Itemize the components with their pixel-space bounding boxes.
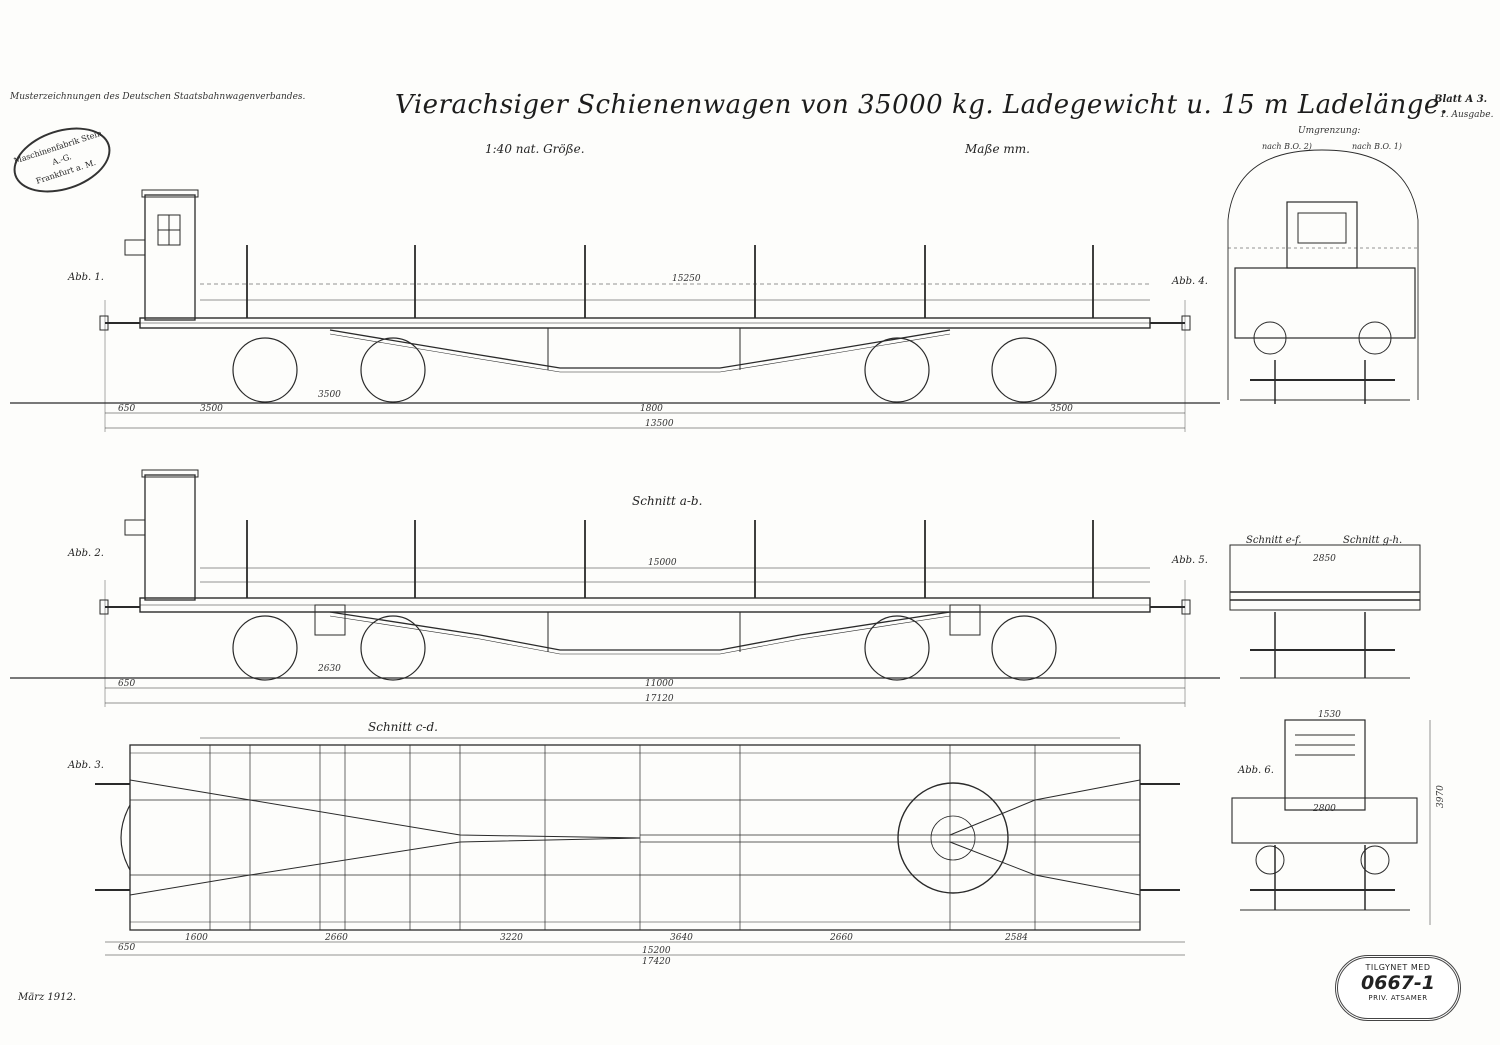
dimension-fig1-offset: 650 (118, 404, 136, 414)
dimension-fig2-overall: 17120 (645, 694, 674, 704)
figure-label-abb4: Abb. 4. (1172, 276, 1208, 287)
dimension-fig3-e: 2660 (830, 933, 853, 943)
sheet-number: Blatt A 3. (1434, 94, 1488, 105)
section-label-ab: Schnitt a-b. (632, 494, 703, 508)
figure-label-abb5: Abb. 5. (1172, 555, 1208, 566)
edition-label: 1. Ausgabe. (1440, 110, 1494, 120)
figure-label-abb3: Abb. 3. (68, 760, 104, 771)
footer-date: März 1912. (18, 992, 77, 1003)
gauge-note-title: Umgrenzung: (1298, 126, 1361, 136)
archive-stamp-number: 0667-1 (1361, 972, 1435, 994)
dimension-fig1-wheelbase: 1800 (640, 404, 663, 414)
dimension-fig3-overall: 17420 (642, 957, 671, 967)
dimension-fig6-top: 1530 (1318, 710, 1341, 720)
section-label-cd: Schnitt c-d. (368, 720, 438, 734)
dimension-fig2-offset: 650 (118, 679, 136, 689)
dimension-fig1-length: 15250 (672, 274, 701, 284)
gauge-note-left: nach B.O. 2) (1262, 142, 1312, 151)
dimension-fig3-offset: 650 (118, 943, 136, 953)
dimension-fig3-b: 2660 (325, 933, 348, 943)
dimension-fig1-overall: 13500 (645, 419, 674, 429)
dimension-fig2-inner: 11000 (645, 679, 674, 689)
dimension-fig3-a: 1600 (185, 933, 208, 943)
dimension-fig1-right: 3500 (1050, 404, 1073, 414)
gauge-note-right: nach B.O. 1) (1352, 142, 1402, 151)
dimension-fig1-left: 3500 (200, 404, 223, 414)
dimension-fig5-width: 2850 (1313, 554, 1336, 564)
dimension-fig2-bogie: 2630 (318, 664, 341, 674)
figure-label-abb6: Abb. 6. (1238, 765, 1274, 776)
drawing-title: Vierachsiger Schienenwagen von 35000 kg.… (395, 90, 1449, 120)
dimension-fig3-d: 3640 (670, 933, 693, 943)
dimension-fig1-bogie: 3500 (318, 390, 341, 400)
section-label-ef: Schnitt e-f. (1246, 535, 1302, 546)
dimension-fig3-frame: 15200 (642, 946, 671, 956)
archive-stamp: TILGYNET MED 0667-1 PRIV. ATSAMER (1335, 955, 1461, 1021)
figure-label-abb1: Abb. 1. (68, 272, 104, 283)
series-note: Musterzeichnungen des Deutschen Staatsba… (10, 92, 306, 102)
dimension-fig6-width: 2800 (1313, 804, 1336, 814)
section-label-gh: Schnitt g-h. (1343, 535, 1403, 546)
units-label: Maße mm. (965, 142, 1030, 156)
scale-label: 1:40 nat. Größe. (485, 142, 585, 156)
archive-stamp-top: TILGYNET MED (1365, 963, 1431, 972)
dimension-fig6-height: 3970 (1436, 785, 1446, 808)
dimension-fig3-c: 3220 (500, 933, 523, 943)
dimension-fig2-length: 15000 (648, 558, 677, 568)
figure-label-abb2: Abb. 2. (68, 548, 104, 559)
dimension-fig3-f: 2584 (1005, 933, 1028, 943)
archive-stamp-bottom: PRIV. ATSAMER (1368, 994, 1428, 1002)
